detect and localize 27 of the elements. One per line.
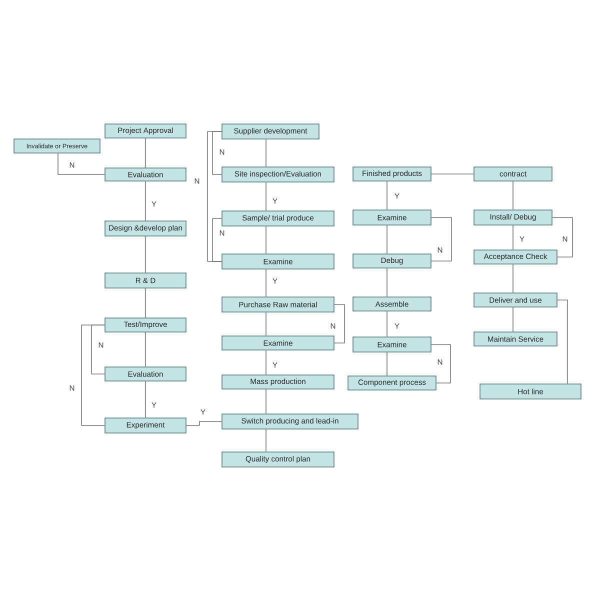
- connector-line: [386, 268, 388, 297]
- connector-line: [386, 311, 388, 337]
- connector-line: [207, 131, 222, 262]
- connector-line: [145, 138, 146, 168]
- connector-line: [512, 181, 514, 210]
- connector-line: [512, 307, 514, 332]
- connector-line: [512, 225, 514, 250]
- connector-line: [431, 217, 452, 262]
- connector-line: [334, 304, 345, 344]
- connector-line: [145, 288, 146, 318]
- connector-line: [212, 131, 222, 175]
- connector-line: [81, 324, 105, 426]
- connector-line: [145, 332, 146, 367]
- connector-line: [58, 153, 105, 175]
- connector-line: [91, 324, 105, 374]
- connector-line: [145, 381, 146, 418]
- connector-line: [186, 421, 222, 426]
- connector-line: [212, 218, 222, 262]
- connector-line: [386, 181, 388, 210]
- connector-line: [431, 344, 451, 384]
- connector-line: [557, 300, 568, 384]
- connector-line: [512, 264, 514, 293]
- connector-line: [145, 181, 146, 221]
- connector-line: [386, 225, 388, 254]
- connector-line: [386, 352, 388, 376]
- connector-line: [552, 217, 573, 258]
- connector-line: [145, 236, 146, 273]
